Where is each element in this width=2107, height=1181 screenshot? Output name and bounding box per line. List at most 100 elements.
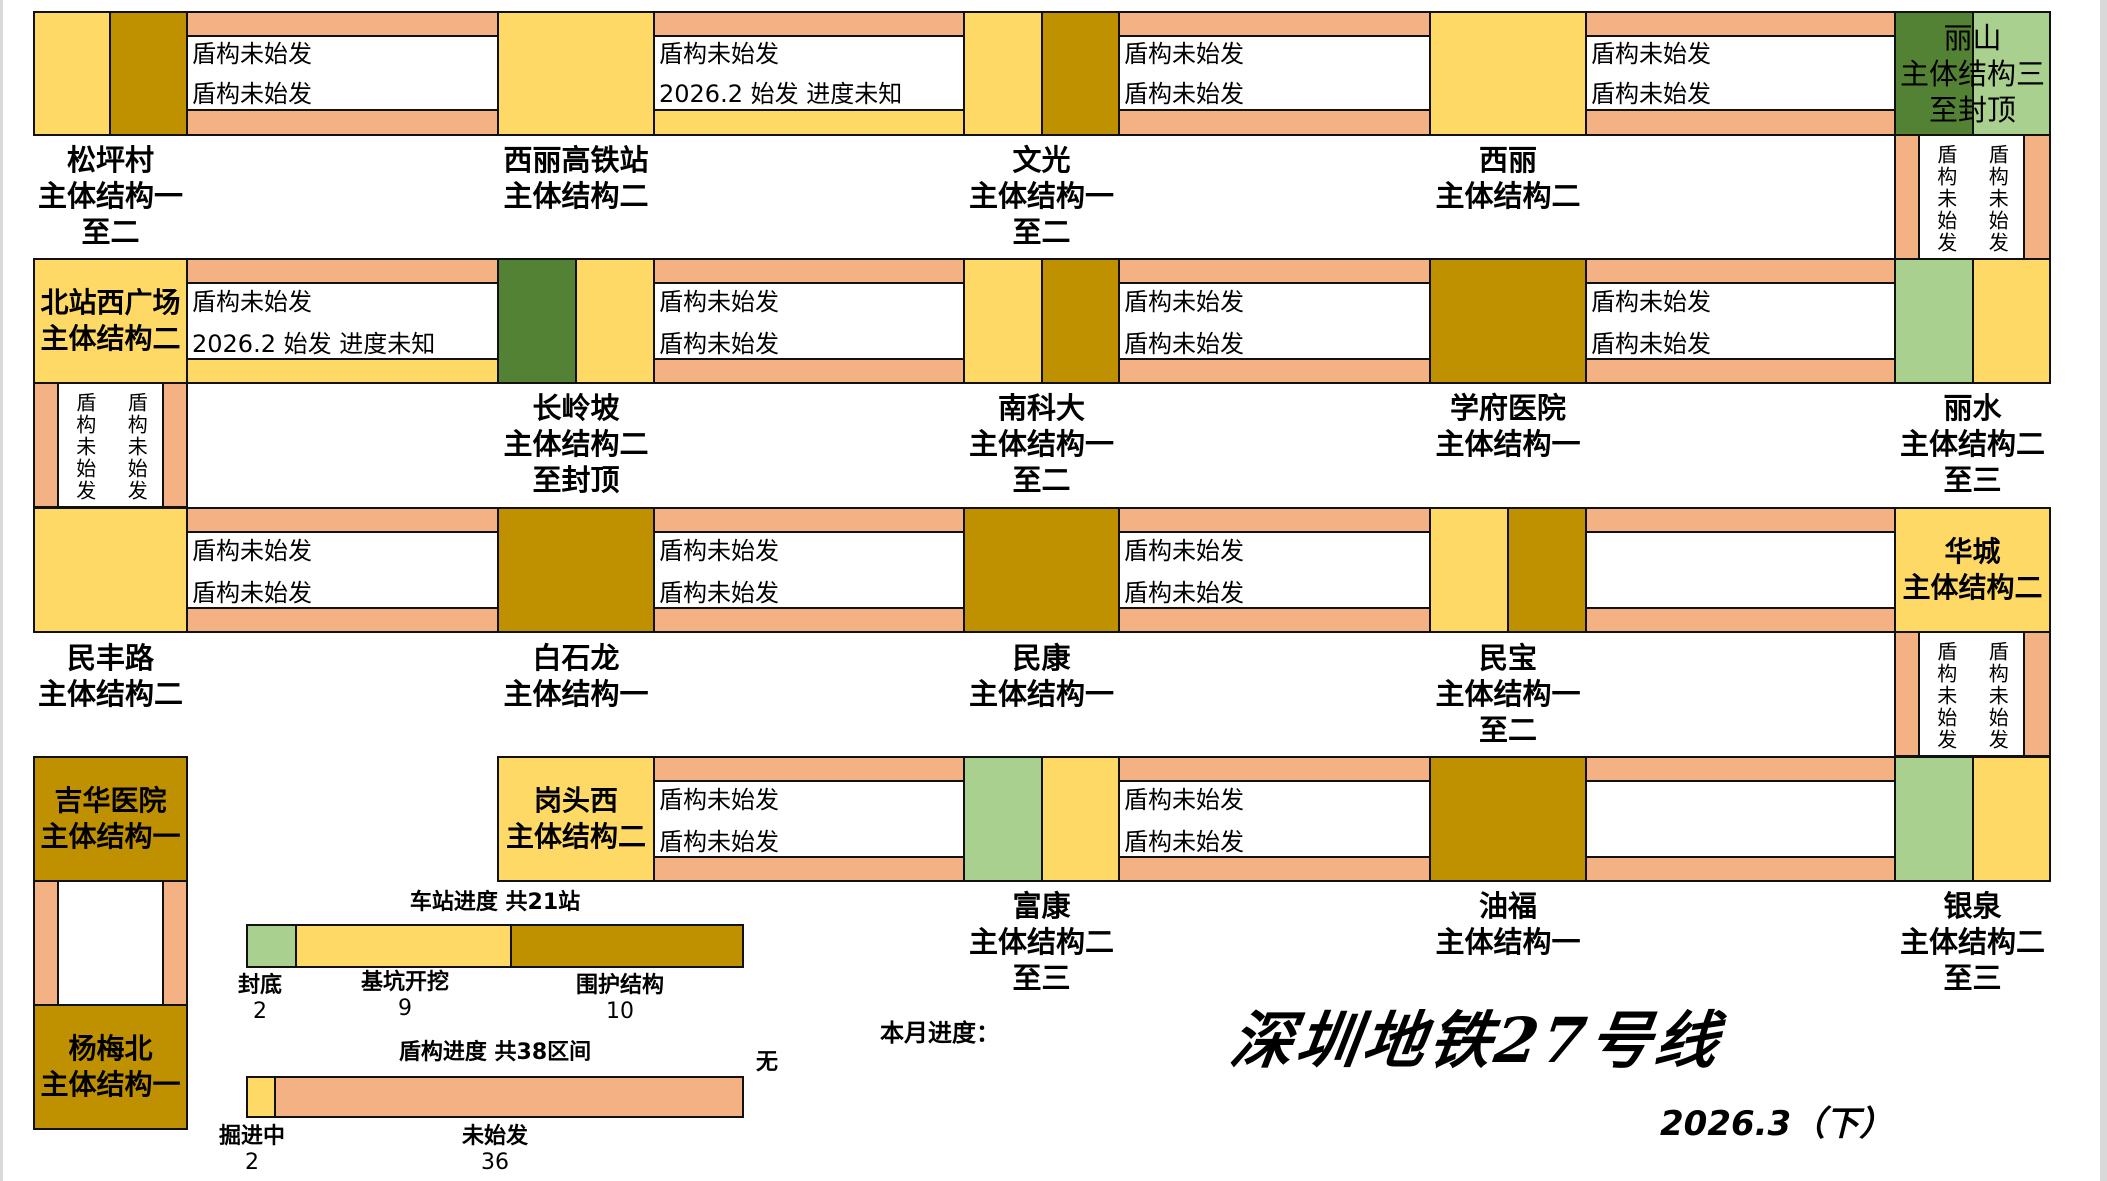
tunnel-status-line1: 盾构未始发 <box>659 40 779 68</box>
legend-shield-item: 掘进中 2 <box>212 1124 292 1176</box>
tunnel-bar-bottom <box>1585 856 1896 882</box>
legend-label: 掘进中 <box>218 1124 285 1149</box>
station-name: 西丽高铁站 <box>503 143 649 177</box>
tunnel-status-line1: 盾构未始发 <box>192 288 312 316</box>
tunnel-status-line1: 盾构未始发 <box>1591 288 1711 316</box>
tunnel-bar-bottom-boring <box>186 358 499 384</box>
legend-bar-segment-boring <box>248 1078 276 1116</box>
vtunnel-info-box: 盾构未始发 盾构未始发 <box>57 382 164 508</box>
tunnel-bar-bottom <box>1585 109 1896 136</box>
station-block-baishilong <box>497 507 655 633</box>
legend-station-item: 封底 2 <box>225 973 295 1025</box>
legend-count: 10 <box>606 999 634 1024</box>
station-label-minfenglu: 民丰路 主体结构二 <box>33 640 188 712</box>
station-status: 主体结构一 <box>40 1068 181 1101</box>
tunnel-info-box: 盾构未始发 盾构未始发 <box>1585 35 1896 111</box>
tunnel-bar-top <box>1585 507 1896 533</box>
tunnel-status-line2: 盾构未始发 <box>1124 330 1244 358</box>
tunnel-bar-bottom <box>186 607 499 633</box>
tunnel-bar-top <box>1585 258 1896 284</box>
tunnel-info-box: 盾构未始发 盾构未始发 <box>653 282 965 360</box>
station-block-yinquan-excavation <box>1972 756 2051 882</box>
tunnel-bar-bottom <box>1118 856 1431 882</box>
station-block-gangtouxi: 岗头西 主体结构二 <box>497 756 655 882</box>
station-name: 学府医院 <box>1449 391 1566 425</box>
station-status-extra: 至二 <box>1012 215 1071 249</box>
station-status: 主体结构一 <box>1435 925 1581 959</box>
vtunnel-bar-right <box>2023 134 2051 260</box>
tunnel-info-box: 盾构未始发 盾构未始发 <box>653 531 965 609</box>
legend-shield-bar <box>246 1076 744 1118</box>
station-status: 主体结构一 <box>1435 677 1581 711</box>
page-edge-left <box>0 0 3 1181</box>
tunnel-bar-top <box>653 507 965 533</box>
station-label-nankeda: 南科大 主体结构一 至二 <box>963 390 1120 498</box>
tunnel-bar-bottom-boring <box>653 109 965 136</box>
tunnel-bar-bottom <box>1118 109 1431 136</box>
legend-count: 9 <box>398 996 412 1021</box>
station-block-lishan-bottom <box>1972 11 2051 136</box>
vtunnel-status-line1: 盾构未始发 <box>1933 641 1958 751</box>
vtunnel-status-line2: 盾构未始发 <box>124 392 149 502</box>
legend-bar-segment-enclosure <box>512 926 742 966</box>
station-status: 主体结构二 <box>1902 571 2043 604</box>
station-status: 主体结构二 <box>1435 179 1581 213</box>
tunnel-status-line2: 盾构未始发 <box>659 828 779 856</box>
vtunnel-bar-right <box>162 880 188 1006</box>
tunnel-info-box: 盾构未始发 盾构未始发 <box>653 780 965 858</box>
tunnel-bar-top <box>1585 756 1896 782</box>
tunnel-status-line2: 盾构未始发 <box>192 80 312 108</box>
legend-station-item: 围护结构 10 <box>560 973 680 1025</box>
tunnel-info-box: 盾构未始发 盾构未始发 <box>186 35 499 111</box>
station-status: 主体结构一 <box>503 677 649 711</box>
report-date: 2026.3（下） <box>1660 1104 1894 1144</box>
station-status: 主体结构一 <box>1435 427 1581 461</box>
station-status: 主体结构三 <box>1899 56 2045 91</box>
legend-label: 封底 <box>237 973 282 998</box>
station-block-wenguang-excavation <box>963 11 1043 136</box>
station-block-changlingpo-excavation <box>575 258 655 384</box>
page-edge-right <box>2100 0 2107 1181</box>
tunnel-bar-bottom <box>1118 607 1431 633</box>
vtunnel-info-box: 盾构未始发 盾构未始发 <box>1918 631 2025 757</box>
vtunnel-bar-left <box>33 880 59 1006</box>
tunnel-status-line1: 盾构未始发 <box>192 537 312 565</box>
station-label-changlingpo: 长岭坡 主体结构二 至封顶 <box>497 390 655 498</box>
legend-count: 2 <box>245 1150 259 1175</box>
legend-shield-title: 盾构进度 共38区间 <box>398 1040 592 1065</box>
tunnel-bar-top <box>186 507 499 533</box>
legend-bar-segment-not-started <box>276 1078 742 1116</box>
tunnel-status-line2: 盾构未始发 <box>192 579 312 607</box>
station-block-songpingcun-excavation <box>33 11 111 136</box>
station-status-extra: 至二 <box>1012 463 1071 497</box>
station-status: 主体结构一 <box>40 820 181 853</box>
tunnel-info-box: 盾构未始发 盾构未始发 <box>1585 282 1896 360</box>
station-block-fukang-excavation <box>1041 756 1120 882</box>
station-block-jihuayiyuan: 吉华医院 主体结构一 <box>33 756 188 882</box>
station-name: 银泉 <box>1943 889 2002 923</box>
tunnel-bar-bottom <box>1585 358 1896 384</box>
station-name: 民宝 <box>1478 641 1537 675</box>
station-block-xuefuyiyuan <box>1429 258 1587 384</box>
vtunnel-bar-left <box>33 382 59 508</box>
station-block-minbao-excavation <box>1429 507 1509 633</box>
tunnel-status-line2: 2026.2 始发 进度未知 <box>659 80 903 108</box>
station-name: 松坪村 <box>66 143 154 177</box>
tunnel-info-box: 盾构未始发 盾构未始发 <box>1118 35 1431 111</box>
station-block-xiligaotie <box>497 11 655 136</box>
tunnel-bar-top <box>653 11 965 37</box>
monthly-progress-value: 无 <box>756 1050 779 1075</box>
station-name: 白石龙 <box>532 641 620 675</box>
station-status: 主体结构一 <box>968 427 1114 461</box>
station-status-extra: 至三 <box>1012 961 1071 995</box>
station-block-lishan-roof <box>1894 11 1974 136</box>
tunnel-info-box: 盾构未始发 2026.2 始发 进度未知 <box>186 282 499 360</box>
tunnel-status-line1: 盾构未始发 <box>1124 40 1244 68</box>
tunnel-status-line1: 盾构未始发 <box>659 537 779 565</box>
tunnel-bar-bottom <box>653 358 965 384</box>
vtunnel-info-box: 盾构未始发 盾构未始发 <box>1918 134 2025 260</box>
station-status: 主体结构二 <box>505 820 646 853</box>
station-status: 主体结构二 <box>968 925 1114 959</box>
station-status-extra: 至三 <box>1943 463 2002 497</box>
tunnel-status-line2: 盾构未始发 <box>1124 80 1244 108</box>
